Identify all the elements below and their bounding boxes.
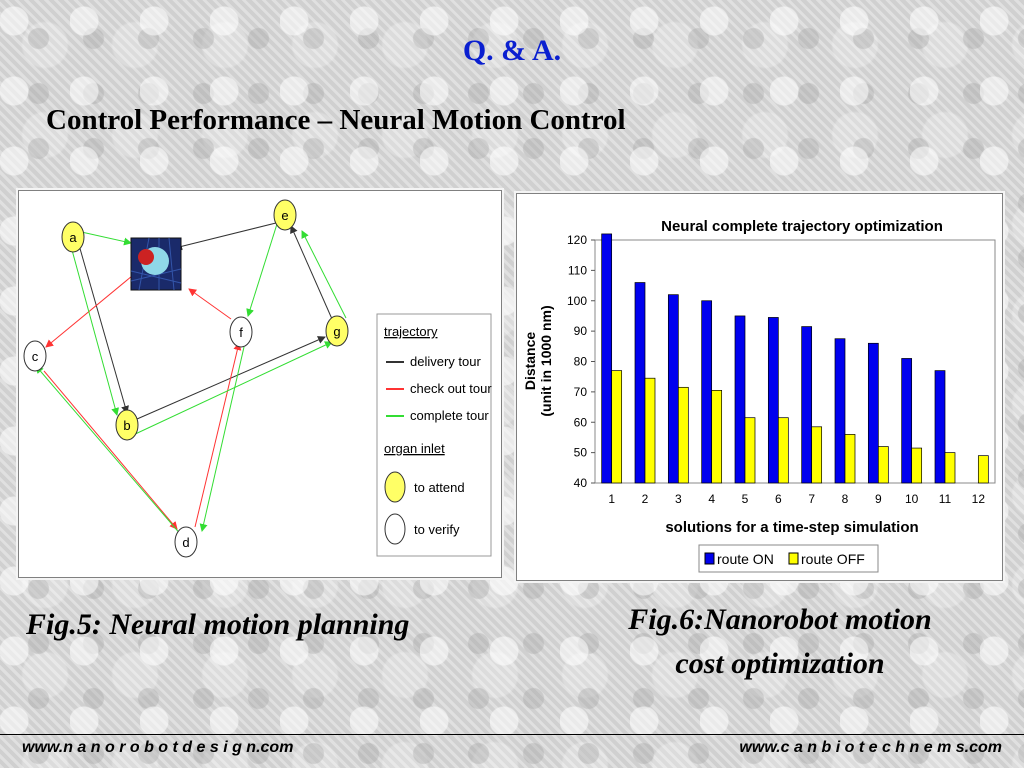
fig6-caption-line2: cost optimization: [675, 647, 885, 680]
slide-title: Q. & A.: [462, 34, 562, 67]
fig6-caption: Fig.6:Nanorobot motion cost optimization: [560, 598, 1000, 686]
legend-route-on: route ON: [717, 551, 774, 567]
footer-right-url[interactable]: www.c a n b i o t e c h n e m s.com: [739, 739, 1002, 756]
fig6-caption-line1: Fig.6:Nanorobot motion: [628, 603, 932, 636]
svg-text:(unit in 1000 nm): (unit in 1000 nm): [538, 305, 554, 416]
bar-route-off: [611, 370, 623, 484]
svg-text:b: b: [123, 418, 130, 433]
bar-route-off: [811, 426, 823, 484]
x-tick-label: 1: [608, 492, 615, 506]
node-c: c: [23, 340, 47, 372]
bar-route-on: [701, 300, 713, 484]
node-b: b: [115, 409, 139, 441]
x-tick-label: 6: [775, 492, 782, 506]
bar-route-on: [834, 338, 846, 484]
motion-planning-diagram: a b c d e f g trajectory: [23, 199, 492, 558]
nanorobot-image: [130, 237, 182, 291]
x-tick-label: 9: [875, 492, 882, 506]
bar-route-off: [977, 455, 989, 484]
y-tick-label: 120: [567, 233, 587, 247]
bar-route-off: [944, 452, 956, 484]
bar-route-on: [767, 317, 779, 484]
node-a: a: [61, 221, 85, 253]
x-axis-label: solutions for a time-step simulation: [665, 519, 918, 536]
svg-text:Distance: Distance: [522, 332, 538, 391]
x-tick-label: 11: [939, 492, 952, 506]
legend-trajectory-header: trajectory: [384, 324, 438, 339]
x-tick-label: 5: [742, 492, 749, 506]
bar-route-off: [777, 417, 789, 484]
y-tick-label: 80: [574, 355, 588, 369]
y-tick-label: 60: [574, 415, 588, 429]
node-f: f: [229, 316, 253, 348]
cost-optimization-bar-chart: Neural complete trajectory optimization …: [522, 218, 996, 573]
complete-tour-edges: [35, 223, 347, 537]
svg-text:c: c: [32, 349, 39, 364]
chart-legend: route ON route OFF: [698, 544, 879, 573]
checkout-tour-edges: [43, 275, 242, 530]
node-d: d: [174, 526, 198, 558]
legend-complete: complete tour: [410, 408, 489, 423]
y-tick-label: 100: [567, 294, 587, 308]
y-tick-label: 90: [574, 324, 588, 338]
fig5-caption: Fig.5: Neural motion planning: [26, 608, 410, 641]
bar-route-off: [744, 417, 756, 484]
slide-subtitle: Control Performance – Neural Motion Cont…: [46, 104, 626, 136]
bar-route-off: [877, 446, 889, 484]
bar-route-on: [934, 370, 946, 484]
x-tick-label: 10: [905, 492, 919, 506]
x-tick-label: 7: [808, 492, 815, 506]
legend-checkout: check out tour: [410, 381, 492, 396]
bar-route-on: [601, 233, 613, 484]
legend-swatch-route-on: [704, 552, 715, 565]
legend-swatch-route-off: [788, 552, 799, 565]
legend-route-off: route OFF: [801, 551, 865, 567]
y-axis-label: Distance (unit in 1000 nm): [522, 305, 554, 416]
y-tick-label: 40: [574, 476, 588, 490]
bar-route-off: [711, 390, 723, 484]
footer-divider: [0, 734, 1024, 735]
bar-route-on: [801, 326, 813, 484]
neural-motion-planning-figure: a b c d e f g trajectory: [18, 190, 502, 578]
x-tick-label: 12: [972, 492, 986, 506]
legend-attend: to attend: [414, 480, 465, 495]
x-tick-label: 2: [642, 492, 649, 506]
x-tick-label: 8: [842, 492, 849, 506]
bar-route-off: [911, 447, 923, 484]
node-e: e: [273, 199, 297, 231]
chart-title: Neural complete trajectory optimization: [661, 218, 943, 235]
x-tick-label: 3: [675, 492, 682, 506]
bar-route-on: [667, 294, 679, 484]
svg-text:f: f: [239, 325, 243, 340]
footer-left-url[interactable]: www.n a n o r o b o t d e s i g n.com: [22, 739, 294, 756]
bar-route-on: [734, 315, 746, 484]
bar-route-on: [901, 358, 913, 484]
bar-route-off: [677, 386, 689, 484]
svg-text:g: g: [333, 324, 340, 339]
diagram-legend: trajectory delivery tour check out tour …: [376, 313, 492, 557]
legend-delivery: delivery tour: [410, 354, 481, 369]
node-g: g: [325, 315, 349, 347]
bar-route-on: [867, 342, 879, 484]
legend-organ-header: organ inlet: [384, 441, 445, 456]
y-tick-label: 50: [574, 446, 588, 460]
cost-optimization-figure: Neural complete trajectory optimization …: [516, 193, 1003, 581]
delivery-tour-edges: [78, 220, 333, 420]
bar-route-off: [644, 377, 656, 484]
y-tick-label: 110: [568, 263, 587, 277]
x-tick-label: 4: [708, 492, 715, 506]
bars: [601, 233, 989, 484]
y-axis: 40 50 60 70 80 90 100 110 120: [567, 233, 595, 490]
y-tick-label: 70: [574, 385, 588, 399]
bar-route-on: [634, 282, 646, 484]
bar-route-off: [844, 434, 856, 484]
plot-area: [594, 239, 996, 484]
legend-verify: to verify: [414, 522, 460, 537]
svg-text:a: a: [69, 230, 77, 245]
svg-text:e: e: [281, 208, 288, 223]
svg-text:d: d: [182, 535, 189, 550]
